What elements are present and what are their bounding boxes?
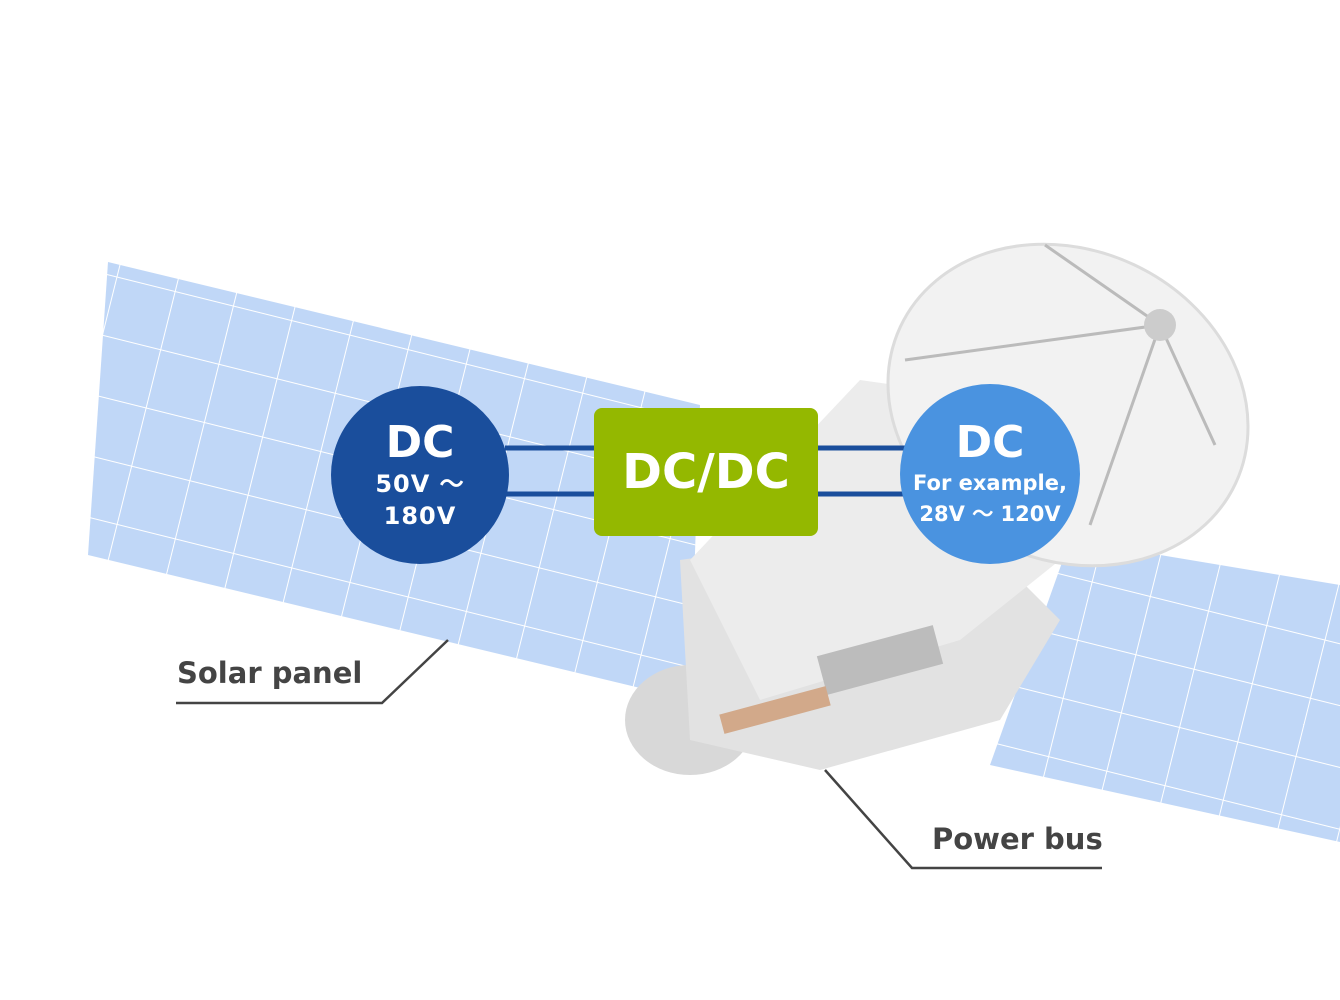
output-dc-title: DC: [955, 417, 1025, 468]
solar-panel-label: Solar panel: [177, 656, 363, 690]
input-dc-line2: 180V: [383, 502, 457, 530]
output-dc-line2: 28V ～ 120V: [919, 502, 1061, 526]
solar-panel-right: [990, 540, 1340, 842]
connector-lines: [505, 445, 910, 497]
converter-title: DC/DC: [622, 444, 790, 500]
output-dc-line1: For example,: [913, 471, 1067, 495]
input-dc-title: DC: [385, 417, 455, 468]
input-dc-line1: 50V ～: [375, 470, 465, 498]
dcdc-converter-box: DC/DC: [594, 408, 818, 536]
output-dc-node: DC For example, 28V ～ 120V: [900, 384, 1080, 564]
power-bus-label: Power bus: [932, 822, 1103, 856]
leader-lines: [176, 639, 1102, 870]
input-dc-node: DC 50V ～ 180V: [331, 386, 509, 564]
